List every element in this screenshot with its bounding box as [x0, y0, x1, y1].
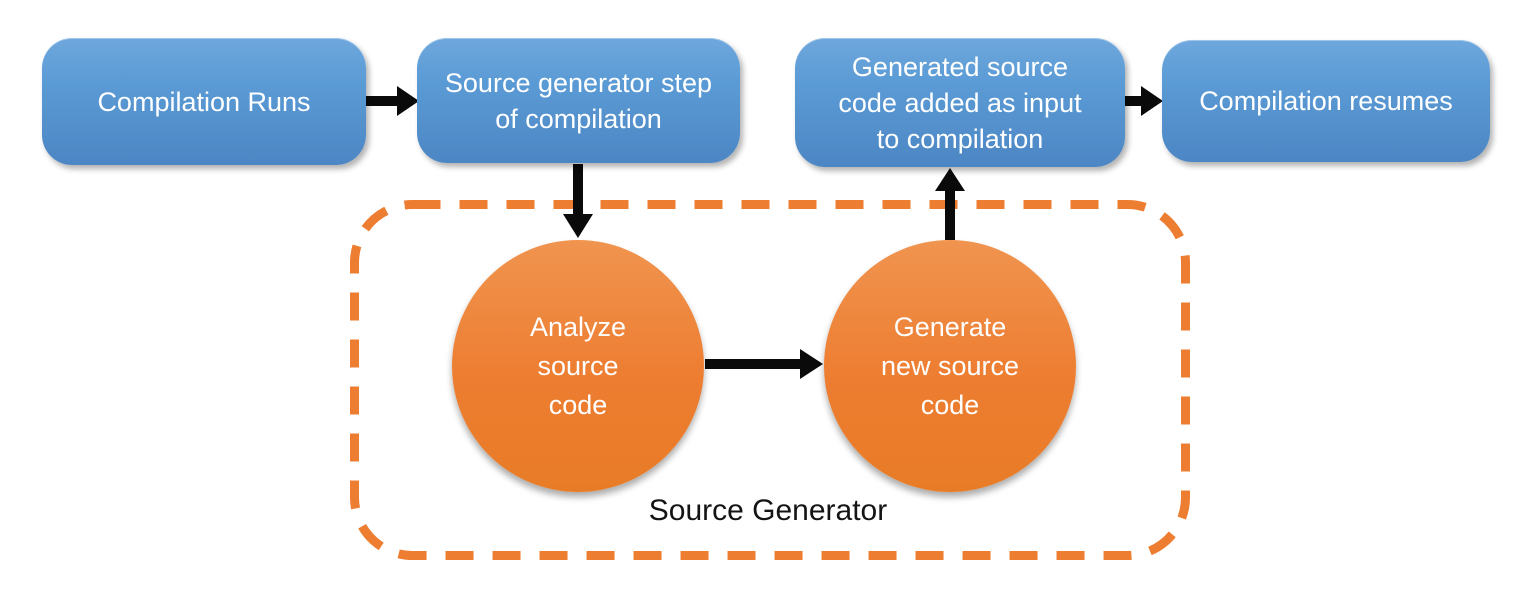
step-circle-generate-new-source-code: Generate new source code — [824, 240, 1076, 492]
flow-box-generated-source-added: Generated source code added as input to … — [795, 38, 1125, 167]
step-circle-label: Generate — [893, 311, 1007, 342]
step-circle-analyze-source-code: Analyze source code — [452, 240, 704, 492]
step-circle-label: new source — [880, 350, 1020, 381]
flow-box-label: Source generator step — [444, 67, 713, 98]
flow-box-compilation-resumes: Compilation resumes — [1162, 40, 1490, 162]
flow-box-label: Compilation resumes — [1199, 86, 1453, 116]
flow-box-label: of compilation — [495, 103, 662, 134]
flow-box-compilation-runs: Compilation Runs — [42, 38, 366, 165]
arrow-generate-to-added — [935, 168, 965, 240]
flow-box-label: Compilation Runs — [97, 86, 311, 117]
step-circle-label: Analyze — [529, 311, 627, 342]
step-circle-label: source — [537, 350, 619, 381]
flow-box-label: Generated source — [851, 51, 1069, 82]
flow-box-source-generator-step: Source generator step of compilation — [417, 38, 740, 163]
arrow-step-to-analyze — [563, 164, 593, 238]
arrow-analyze-to-generate — [705, 349, 823, 379]
step-circle-label: code — [920, 389, 980, 420]
step-circle-label: code — [548, 389, 608, 420]
arrow-compilation-runs-to-step — [366, 86, 419, 116]
flow-box-label: code added as input — [838, 87, 1082, 118]
source-generator-group-label: Source Generator — [648, 494, 888, 527]
flow-box-label: to compilation — [876, 123, 1044, 154]
